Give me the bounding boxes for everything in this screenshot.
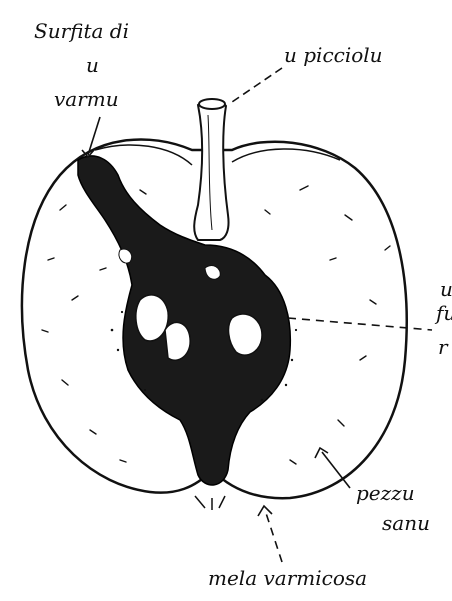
stalk-tip <box>199 99 225 109</box>
label-exit-hole-line1: Surfita di <box>34 19 129 43</box>
label-exit-hole-line3: varmu <box>54 87 119 111</box>
label-right-line1: u <box>440 277 452 301</box>
leader-stalk <box>232 68 282 102</box>
label-exit-hole-line2: u <box>86 53 99 77</box>
label-wormy-apple: mela varmicosa <box>208 566 367 590</box>
label-right-line3: r <box>438 335 449 359</box>
label-stalk: u picciolu <box>284 43 383 67</box>
label-healthy-line2: sanu <box>382 511 430 535</box>
label-right-line2: fu <box>434 301 452 325</box>
label-healthy-line1: pezzu <box>356 481 415 505</box>
blossom-end <box>195 496 225 510</box>
leader-wormy <box>265 510 282 562</box>
